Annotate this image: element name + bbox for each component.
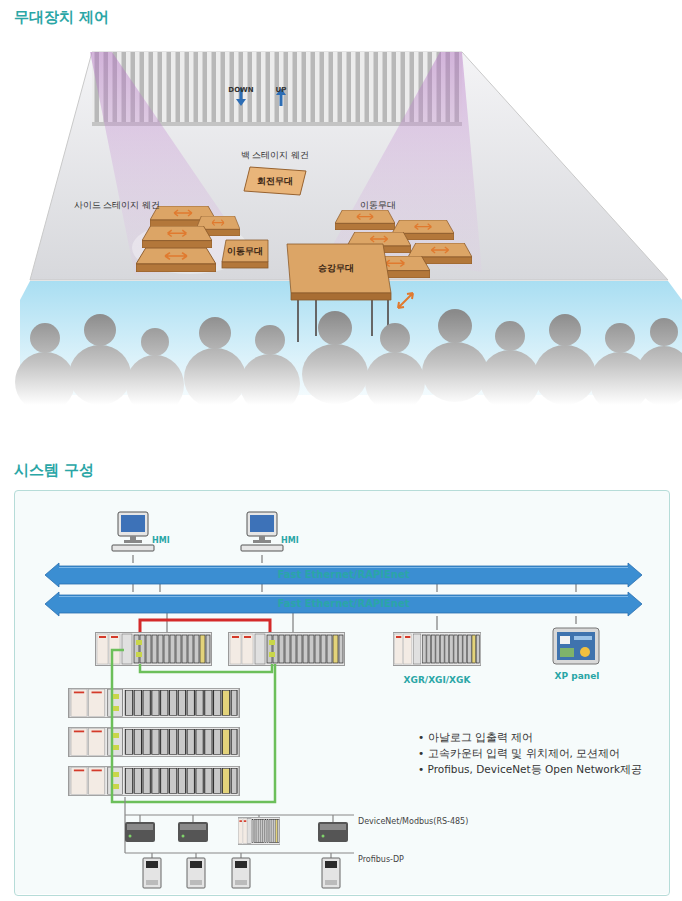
label-box: 이동무대 (360, 193, 396, 212)
node-text: XGR/XGI/XGK (404, 670, 471, 690)
label-box: • 아날로그 입출력 제어 (418, 726, 533, 745)
network-bus: Fast Ethernet/RAPIEnet (45, 592, 642, 616)
node-text: HMI (152, 531, 170, 551)
node-text: 승강무대 (318, 263, 354, 274)
text-label: 이동무대 (360, 200, 396, 210)
connector-line (436, 616, 437, 630)
node-text: HMI (281, 531, 299, 551)
label-box: DOWN (228, 77, 253, 96)
connector-line (575, 616, 576, 624)
connector-line (132, 555, 133, 563)
text-label: Profibus-DP (358, 855, 404, 864)
stage-platform: 승강무대 (281, 244, 391, 300)
node-text: Fast Ethernet/RAPIEnet (278, 594, 410, 614)
touch-panel: XP panel (546, 624, 608, 686)
network-bus: Fast Ethernet/RAPIEnet (45, 563, 642, 587)
text-label: • 고속카운터 입력 및 위치제어, 모션제어 (418, 747, 620, 759)
node-text: 회전무대 (257, 176, 293, 187)
node-text: XP panel (555, 666, 600, 686)
text-label: 사이드 스테이지 웨건 (74, 200, 161, 210)
stage-platform: 회전무대 (244, 167, 306, 195)
text-label: 백 스테이지 웨건 (241, 150, 310, 160)
label-box: 사이드 스테이지 웨건 (74, 193, 161, 212)
text-label: • 아날로그 입출력 제어 (418, 731, 533, 743)
label-box: Profibus-DP (358, 847, 404, 866)
node-text: 이동무대 (227, 246, 263, 257)
hmi-station: HMI (112, 508, 182, 555)
node-text: Fast Ethernet/RAPIEnet (278, 565, 410, 585)
label-box: • Profibus, DeviceNet등 Open Network제공 (418, 758, 642, 777)
panel-border (14, 490, 670, 896)
text-label: UP (276, 86, 287, 94)
text-label: DOWN (228, 86, 253, 94)
label-box: • 고속카운터 입력 및 위치제어, 모션제어 (418, 742, 620, 761)
plc-rack: XGR/XGI/XGK (388, 630, 486, 690)
title-box: 무대장치 제어 (14, 7, 109, 27)
text-label: DeviceNet/Modbus(RS-485) (358, 817, 468, 826)
label-box: 백 스테이지 웨건 (241, 143, 310, 162)
label-box: UP (276, 77, 287, 96)
node-text: 시스템 구성 (14, 460, 94, 480)
hmi-station: HMI (241, 508, 311, 555)
section-panel: 시스템 구성HMIHMIFast Ethernet/RAPIEnetFast E… (14, 460, 670, 896)
page-title: 무대장치 제어 (14, 8, 109, 26)
connector-line (261, 555, 262, 563)
text-label: • Profibus, DeviceNet등 Open Network제공 (418, 763, 642, 775)
stage-platform: 이동무대 (222, 240, 268, 268)
label-box: DeviceNet/Modbus(RS-485) (358, 809, 468, 828)
